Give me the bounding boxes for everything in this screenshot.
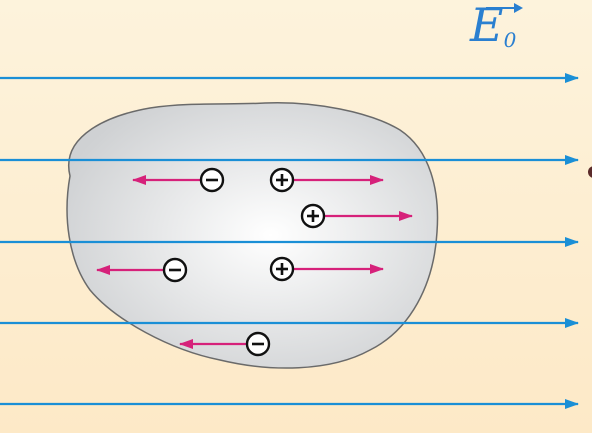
field-symbol: E xyxy=(470,0,504,52)
positive-charge-icon xyxy=(269,167,295,193)
positive-charge-icon xyxy=(269,256,295,282)
negative-charge-icon xyxy=(245,331,271,357)
negative-charge-icon xyxy=(199,167,225,193)
field-label: E0 xyxy=(470,2,516,50)
force-arrows xyxy=(96,175,413,349)
positive-charge-icon xyxy=(300,203,326,229)
edge-mark xyxy=(588,166,592,178)
conductor-body xyxy=(66,102,439,369)
field-subscript: 0 xyxy=(503,28,517,52)
negative-charge-icon xyxy=(162,257,188,283)
vector-arrow-icon xyxy=(486,3,523,13)
charges xyxy=(162,167,326,357)
field-lines xyxy=(0,73,579,409)
